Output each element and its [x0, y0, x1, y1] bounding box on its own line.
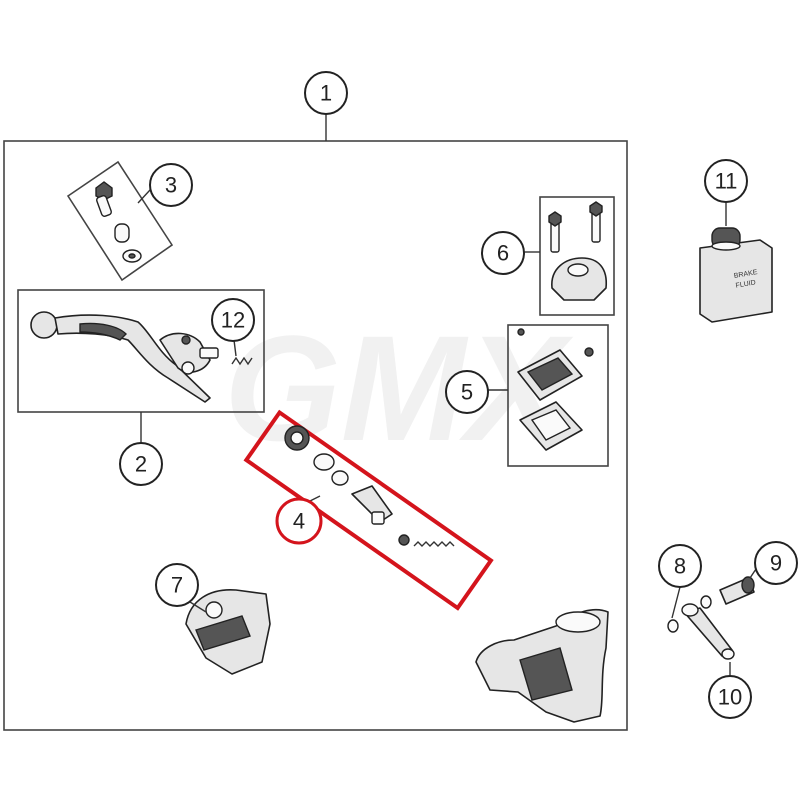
brake-fluid-bottle: BRAKE FLUID — [699, 227, 773, 323]
callout-4[interactable]: 4 — [275, 497, 323, 545]
clamp-group — [539, 196, 615, 316]
callout-4-label: 4 — [293, 509, 305, 534]
callout-12-label: 12 — [221, 308, 245, 333]
callout-12[interactable]: 12 — [211, 298, 255, 342]
callout-2[interactable]: 2 — [119, 442, 163, 486]
bolt-kit-group — [66, 160, 174, 282]
callout-1[interactable]: 1 — [304, 71, 348, 115]
callout-11-label: 11 — [715, 169, 738, 194]
lever-bracket-part — [185, 589, 271, 675]
callout-5[interactable]: 5 — [445, 370, 489, 414]
callout-3[interactable]: 3 — [149, 163, 193, 207]
callout-5-label: 5 — [461, 380, 473, 405]
brake-lever-group — [17, 289, 265, 413]
callout-10[interactable]: 10 — [708, 675, 752, 719]
master-cylinder-housing — [475, 608, 609, 723]
callout-6[interactable]: 6 — [481, 231, 525, 275]
bottle-label-line-2: FLUID — [735, 279, 756, 289]
callout-6-label: 6 — [497, 241, 509, 266]
callout-11[interactable]: 11 — [704, 159, 748, 203]
spring-part — [231, 356, 253, 366]
callout-10-label: 10 — [718, 685, 742, 710]
callout-9-label: 9 — [770, 551, 782, 576]
bottle-label-line-1: BRAKE — [733, 269, 758, 280]
callout-2-label: 2 — [135, 452, 147, 477]
reservoir-cover-group — [507, 324, 609, 467]
banjo-fitting-group — [667, 576, 755, 660]
watermark-text: GMX — [224, 304, 574, 472]
callout-9[interactable]: 9 — [754, 541, 798, 585]
callout-3-label: 3 — [165, 173, 177, 198]
assembly-frame — [3, 140, 628, 731]
callout-1-label: 1 — [320, 81, 332, 106]
piston-kit-highlight — [243, 409, 494, 611]
callout-7-label: 7 — [171, 573, 183, 598]
piston-kit-group — [243, 409, 494, 611]
callout-7[interactable]: 7 — [155, 563, 199, 607]
callout-8[interactable]: 8 — [658, 544, 702, 588]
callout-8-label: 8 — [674, 554, 686, 579]
